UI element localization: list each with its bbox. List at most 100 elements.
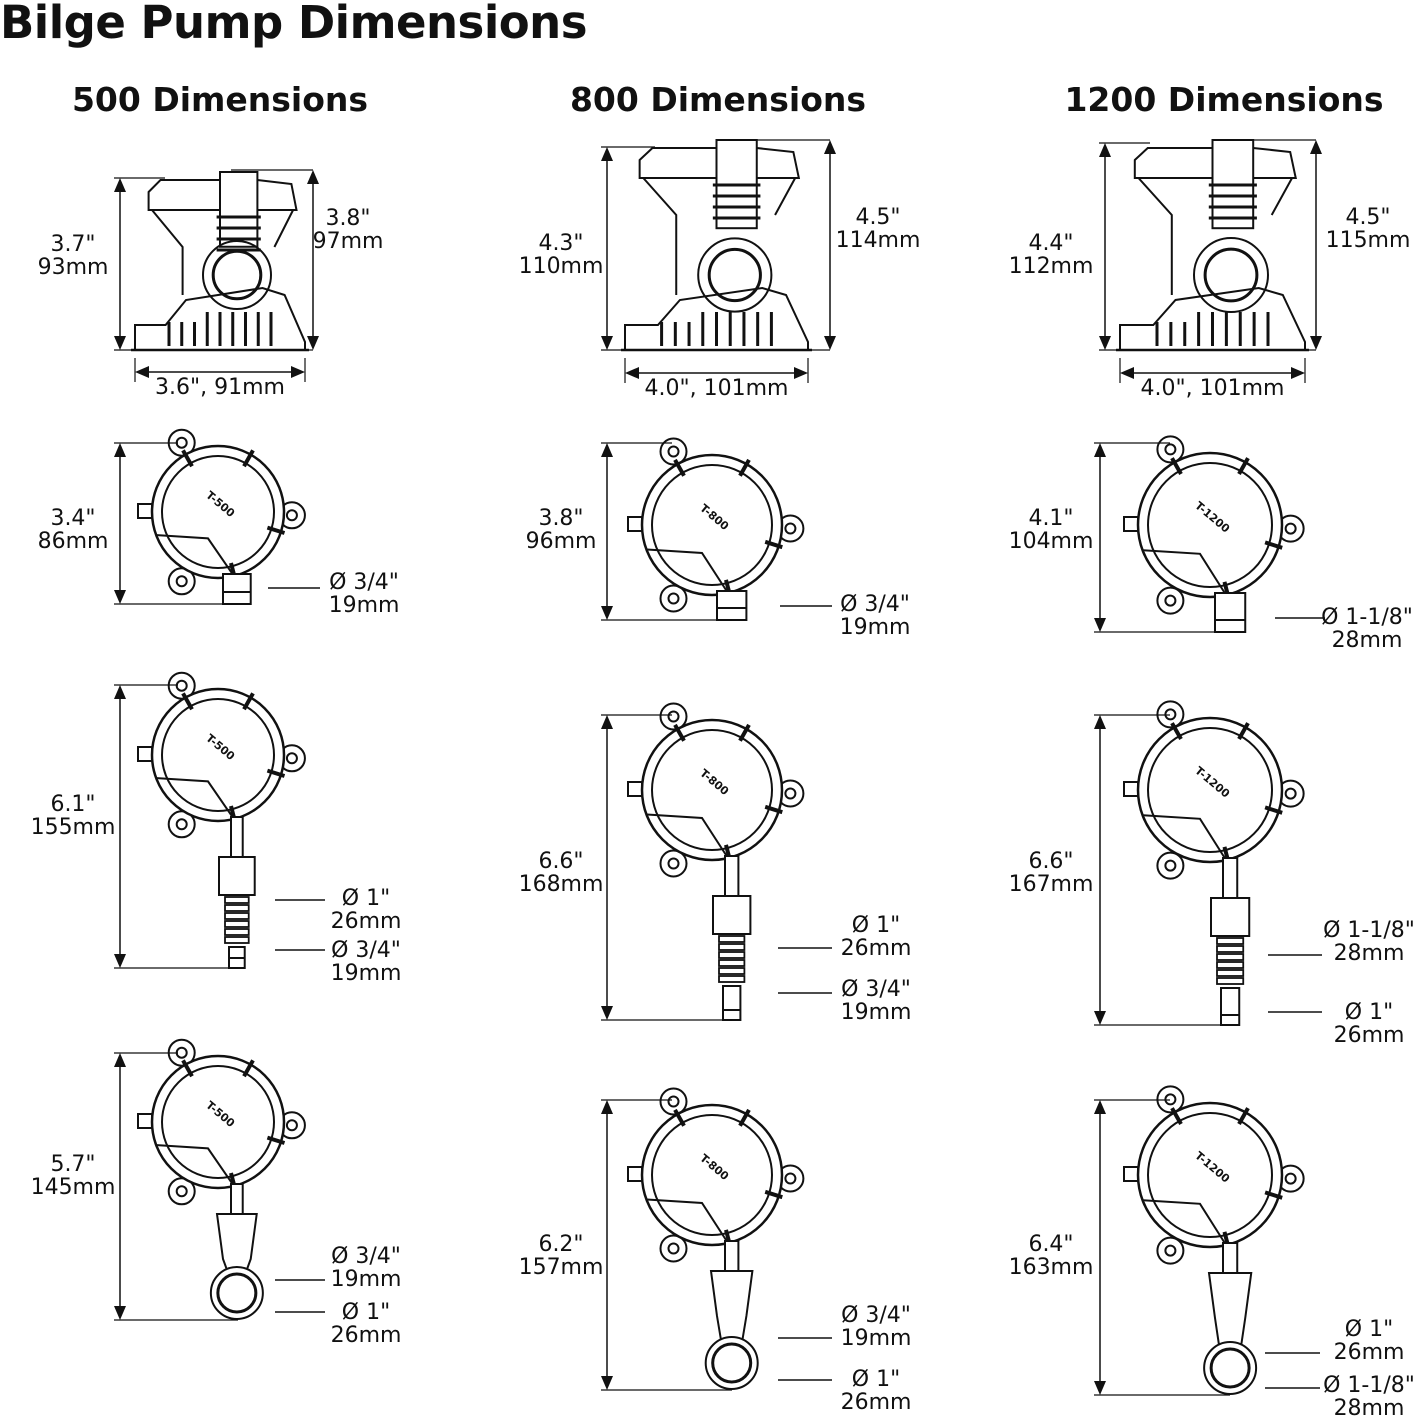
housing-clip [266, 768, 286, 778]
pump-housing [1136, 1101, 1284, 1249]
height-dimension-arrow [1099, 142, 1150, 351]
housing-clip [738, 1108, 751, 1127]
housing-clip [242, 1059, 255, 1078]
arrowhead-up [114, 443, 126, 457]
mounting-hole [1164, 1244, 1177, 1257]
housing-clip [1237, 722, 1250, 740]
dimension-mm: 104mm [1008, 529, 1094, 554]
mounting-hole [1164, 859, 1177, 872]
outlet-ring-outer [697, 237, 773, 313]
arrowhead-up [1099, 143, 1111, 157]
housing-clip [1264, 540, 1283, 550]
housing-clip [266, 1135, 286, 1145]
pump-body [151, 209, 294, 295]
top-view-height-label: 6.2"157mm [519, 1233, 604, 1279]
height-dimension-arrow [728, 139, 836, 351]
dimension-inches: Ø 3/4" [841, 977, 911, 1002]
switch-tab [627, 516, 643, 532]
outlet-neck [230, 1183, 244, 1215]
height-dimension-arrow [601, 146, 655, 351]
pump-side-view [131, 171, 309, 352]
outlet-diameter-callout: Ø 1"26mm [1334, 1318, 1405, 1364]
height-dimension-arrow [1094, 442, 1230, 633]
outlet-diameter-callout: Ø 3/4"19mm [840, 593, 911, 639]
outlet-diameter-callout: Ø 3/4"19mm [841, 1304, 912, 1350]
arrowhead-up [307, 170, 319, 184]
elbow-body [215, 1213, 258, 1271]
dimension-inches: 4.0", 101mm [1140, 376, 1285, 401]
side-height-left-label: 3.7"93mm [38, 233, 109, 279]
top-view-height-label: 6.1"155mm [31, 793, 116, 839]
arrowhead-down [114, 590, 126, 604]
pump-housing [150, 687, 286, 823]
arrowhead-down [1094, 1381, 1106, 1395]
hose-adapter-small [722, 985, 742, 1021]
side-height-right-label: 4.5"115mm [1326, 206, 1411, 252]
outlet-shroud [156, 1144, 234, 1186]
pump-body [642, 177, 797, 295]
outlet-ring-outer [202, 240, 272, 310]
mounting-hole [667, 592, 680, 605]
dimension-inches: Ø 3/4" [331, 1244, 401, 1269]
height-dimension-arrow [601, 1099, 732, 1391]
dimension-inches: Ø 1" [341, 1300, 391, 1325]
arrowhead-down [601, 336, 613, 350]
mounting-ear [659, 849, 688, 878]
outlet-shroud [1142, 549, 1226, 594]
side-height-right-label: 4.5"114mm [836, 206, 921, 252]
elbow-body [1207, 1272, 1253, 1346]
housing-clip [764, 539, 783, 550]
housing-clip [242, 449, 255, 468]
dimension-mm: 96mm [525, 529, 597, 554]
hose-adapter-large [712, 895, 752, 935]
mounting-hole [784, 522, 797, 535]
dimension-mm: 28mm [1333, 941, 1405, 966]
dimension-inches: Ø 3/4" [841, 1303, 911, 1328]
top-view-height-label: 6.6"168mm [519, 850, 604, 896]
hose-barb-rib [718, 943, 746, 951]
housing-clip [1264, 805, 1283, 815]
outlet-spout [222, 573, 252, 605]
pump-top-view: T-500 [137, 671, 306, 969]
hose-barb-rib [224, 912, 250, 920]
arrowhead-down [307, 336, 319, 350]
dimension-mm: 19mm [330, 1267, 402, 1292]
arrowhead-up [114, 685, 126, 699]
dimension-inches: 4.5" [1345, 205, 1391, 230]
dimension-inches: Ø 1" [1344, 1317, 1394, 1342]
outlet-shroud [646, 1198, 728, 1243]
hose-barb-rib [1216, 945, 1245, 953]
housing-clip [673, 458, 686, 477]
height-dimension-arrow [601, 714, 732, 1021]
pump-housing [1136, 451, 1284, 599]
dimension-inches: 6.4" [1028, 1232, 1074, 1257]
mounting-hole [667, 710, 680, 723]
arrowhead-down [1099, 336, 1111, 350]
dimension-inches: 3.6", 91mm [155, 375, 285, 400]
pump-base [1119, 286, 1306, 351]
pump-cap-right [756, 147, 801, 179]
dimension-mm: 19mm [839, 615, 911, 640]
hose-adapter-large [218, 856, 256, 896]
arrowhead-down [1310, 336, 1322, 350]
dimension-mm: 26mm [330, 909, 402, 934]
mounting-hole [175, 1046, 188, 1059]
pump-top-view: T-1200 [1123, 435, 1305, 633]
outlet-diameter-callout: Ø 3/4"19mm [331, 939, 402, 985]
dimension-mm: 145mm [30, 1175, 116, 1200]
mounting-ear [1156, 586, 1185, 615]
mounting-hole [667, 857, 680, 870]
hose-barb-rib [718, 951, 746, 959]
outlet-neck [1222, 857, 1239, 899]
housing-clip [1170, 1107, 1183, 1125]
pump-cover [1147, 727, 1273, 853]
switch-tab [137, 1113, 153, 1129]
arrowhead-down [601, 1376, 613, 1390]
dimension-inches: 3.4" [50, 506, 96, 531]
housing-clip [764, 1189, 783, 1200]
height-dimension-arrow [114, 1052, 238, 1321]
pump-top-view: T-500 [137, 1038, 306, 1320]
arrowhead-right [291, 366, 305, 378]
housing-clip [1237, 1107, 1250, 1125]
